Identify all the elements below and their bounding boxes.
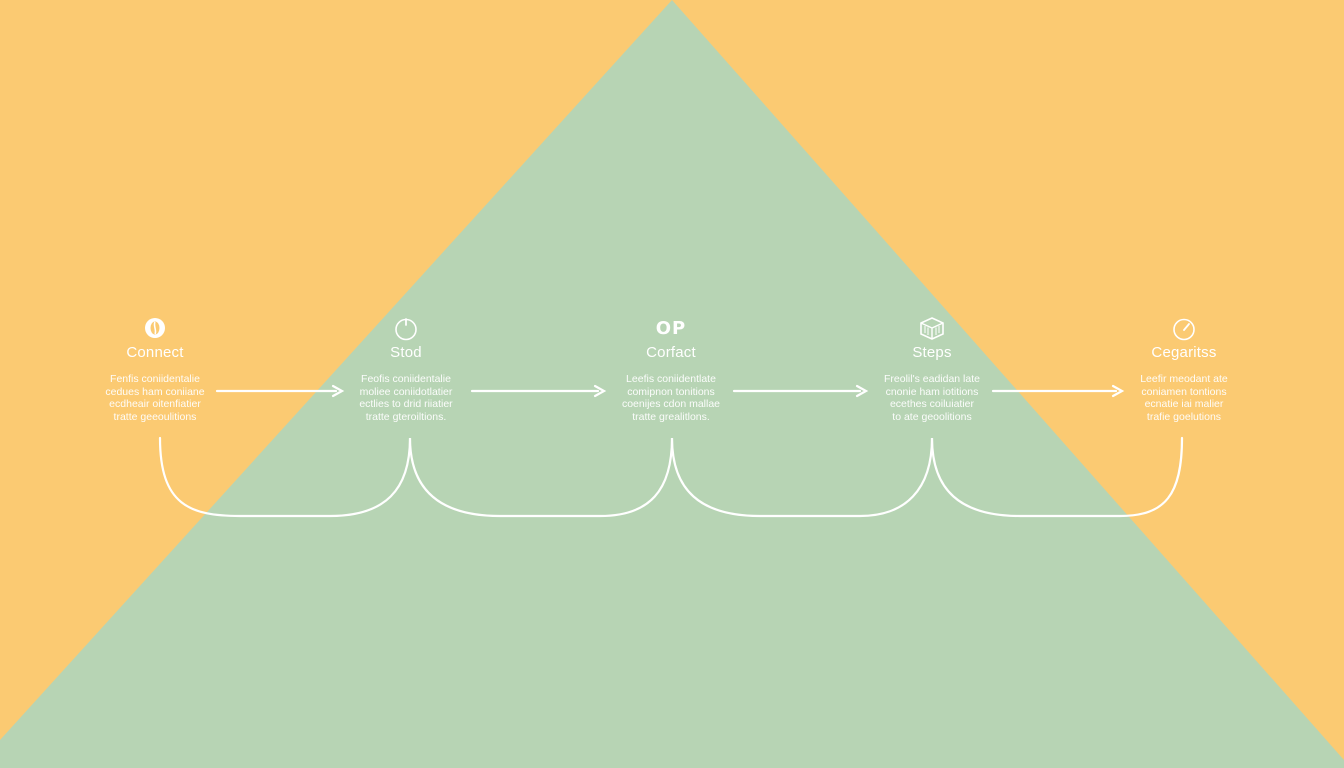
step-corfact: OP Corfact Leefis coniidentlate comipnon…: [596, 316, 746, 423]
step-cegaritss: Cegaritss Leefir meodant ate coniamen to…: [1109, 316, 1259, 423]
arrow-head: [1111, 384, 1125, 398]
step-title: Corfact: [646, 344, 696, 361]
connectors: [158, 384, 1184, 518]
arrow-head: [593, 384, 607, 398]
coffee-bean-icon: [80, 316, 230, 342]
loop-connector: [158, 436, 1184, 518]
step-title: Stod: [390, 344, 422, 361]
step-description: Leefir meodant ate coniamen tontions ecn…: [1140, 373, 1228, 423]
step-title: Cegaritss: [1151, 344, 1217, 361]
gauge-icon: [1109, 316, 1259, 342]
step-description: Feofis coniidentalie moliee coniidotlati…: [359, 373, 453, 423]
step-title: Steps: [912, 344, 952, 361]
text-icon: OP: [655, 318, 687, 339]
step-title: Connect: [126, 344, 184, 361]
step-description: Leefis coniidentlate comipnon tonitions …: [621, 373, 721, 423]
cube-icon: [857, 316, 1007, 342]
step-steps: Steps Freolil's eadidan late cnonie ham …: [857, 316, 1007, 423]
step-description: Freolil's eadidan late cnonie ham iotiti…: [884, 373, 980, 423]
step-stod: Stod Feofis coniidentalie moliee coniido…: [331, 316, 481, 423]
step-description: Fenfis coniidentalie cedues ham coniiane…: [105, 373, 205, 423]
step-connect: Connect Fenfis coniidentalie cedues ham …: [80, 316, 230, 423]
arrow-head: [855, 384, 869, 398]
arrow-head: [331, 384, 345, 398]
power-icon: [331, 316, 481, 342]
